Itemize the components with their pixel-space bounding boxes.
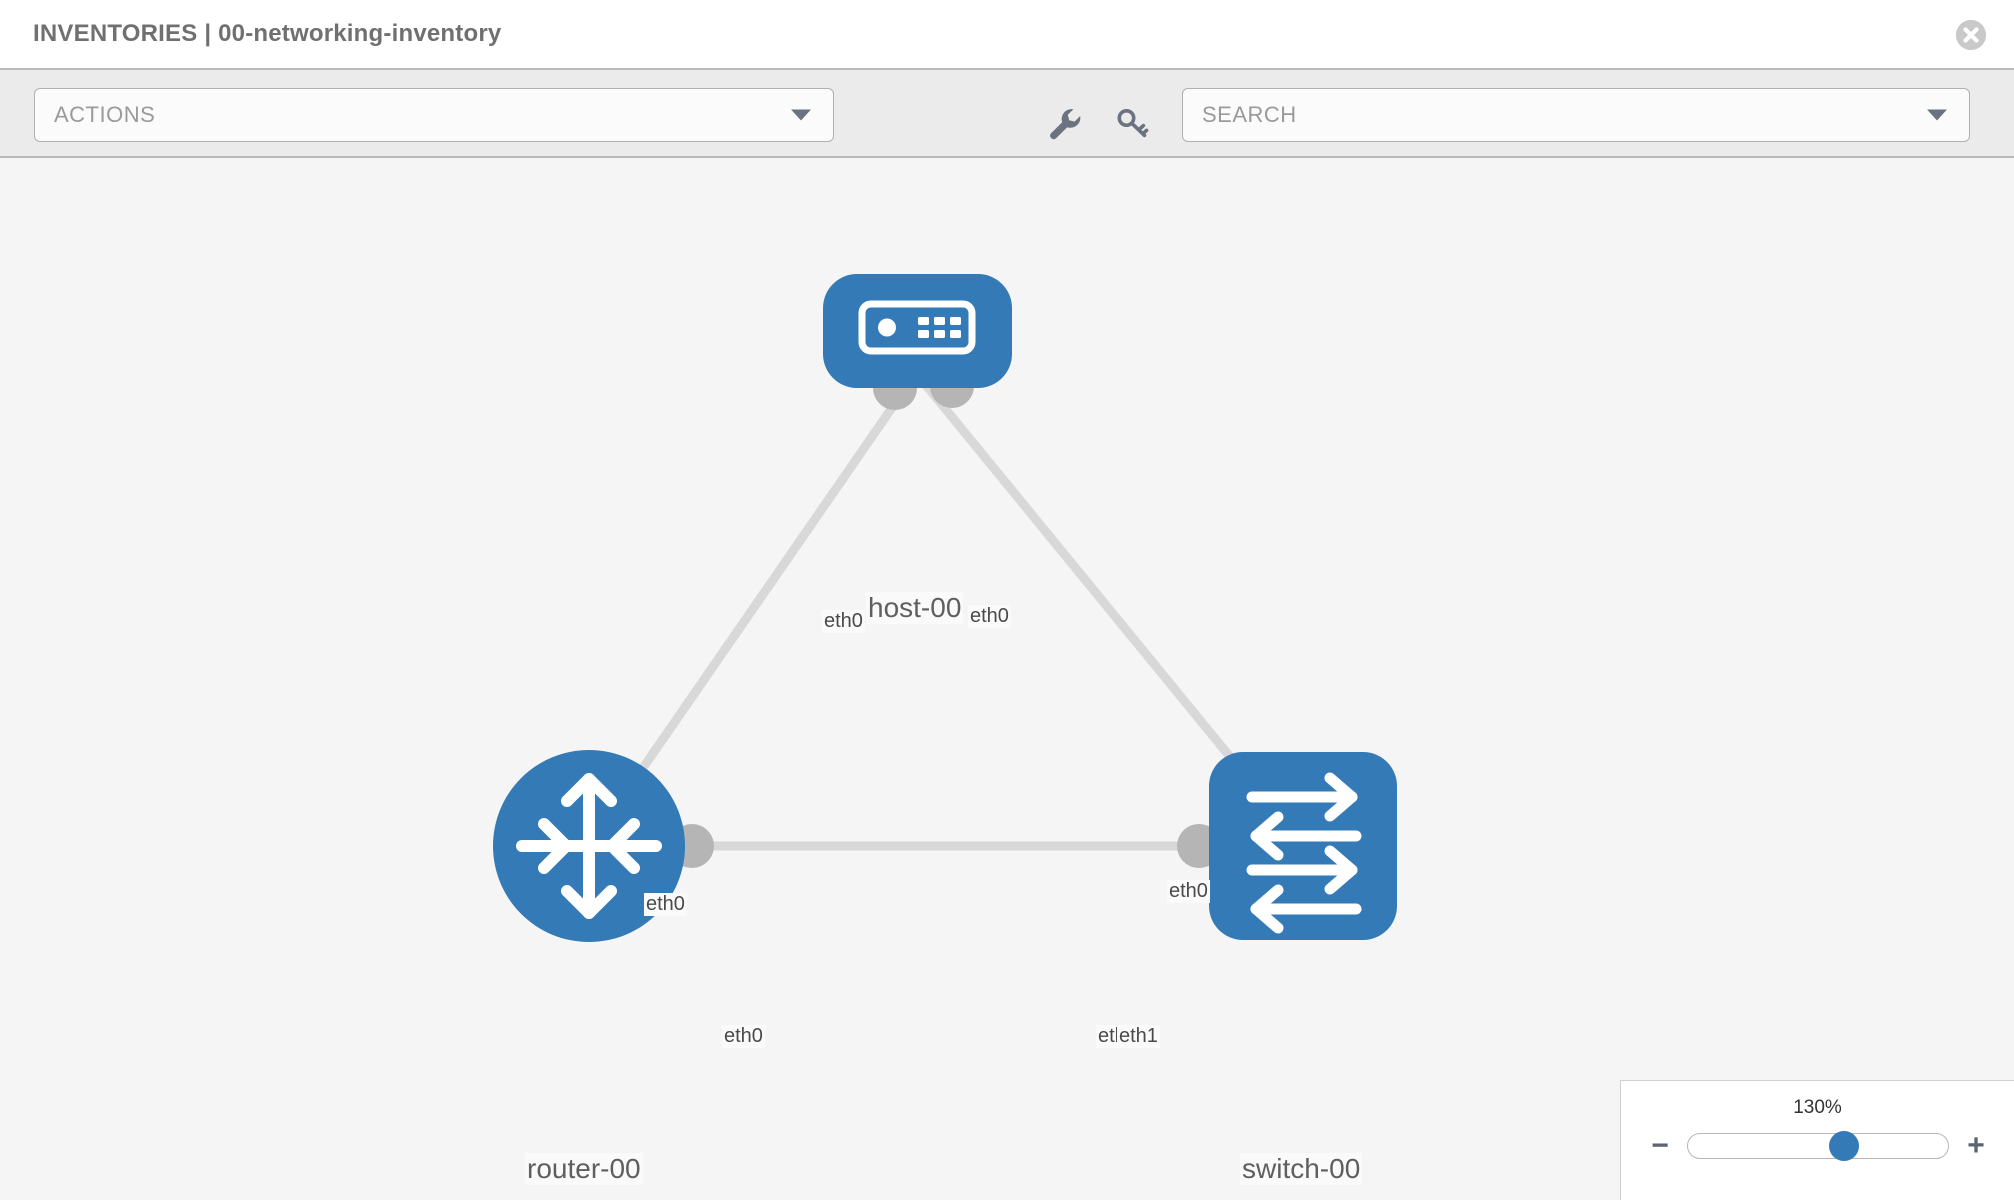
chevron-down-icon — [791, 109, 811, 121]
plus-icon[interactable]: + — [1967, 1129, 1985, 1162]
page-title: INVENTORIES | 00-networking-inventory — [33, 20, 502, 47]
wrench-icon[interactable] — [1042, 102, 1086, 146]
iface-label: eth0 — [644, 893, 687, 916]
chevron-down-icon[interactable] — [1927, 109, 1947, 121]
node-router-00 — [493, 750, 685, 942]
iface-label: eth1 — [1117, 1025, 1160, 1048]
page-header: INVENTORIES | 00-networking-inventory — [0, 0, 2014, 68]
iface-label: eth0 — [722, 1025, 765, 1048]
iface-label: eth0 — [968, 605, 1011, 628]
node-switch-00 — [1209, 752, 1397, 940]
zoom-slider[interactable] — [1687, 1131, 1949, 1161]
topology-graph[interactable] — [0, 158, 2014, 1200]
actions-dropdown[interactable]: ACTIONS — [34, 88, 834, 142]
router-icon — [516, 773, 662, 919]
search-placeholder: SEARCH — [1202, 102, 1297, 127]
search-input[interactable]: SEARCH — [1182, 88, 1970, 142]
toolbar: ACTIONS SEARCH — [0, 68, 2014, 158]
node-host-00-shape — [823, 274, 1012, 388]
node-label-switch-00: switch-00 — [1240, 1153, 1363, 1185]
zoom-control-panel: 130% − + — [1620, 1080, 2014, 1200]
zoom-slider-thumb[interactable] — [1829, 1131, 1859, 1161]
zoom-slider-row: − + — [1621, 1131, 2014, 1161]
node-host-00 — [823, 274, 1012, 388]
iface-label: eth0 — [822, 610, 865, 633]
switch-icon — [1246, 772, 1362, 934]
minus-icon[interactable]: − — [1651, 1129, 1669, 1162]
node-label-router-00: router-00 — [525, 1153, 643, 1185]
node-label-host-00: host-00 — [866, 592, 964, 624]
iface-label: eth0 — [1167, 880, 1210, 903]
topology-canvas[interactable]: eth0 eth0 eth0 eth0 eth0 eth eth1 host-0… — [0, 158, 2014, 1200]
zoom-level-label: 130% — [1793, 1097, 1842, 1118]
close-icon[interactable] — [1956, 20, 1986, 50]
key-icon[interactable] — [1110, 102, 1154, 146]
server-icon — [858, 300, 976, 355]
actions-dropdown-label: ACTIONS — [54, 102, 156, 127]
